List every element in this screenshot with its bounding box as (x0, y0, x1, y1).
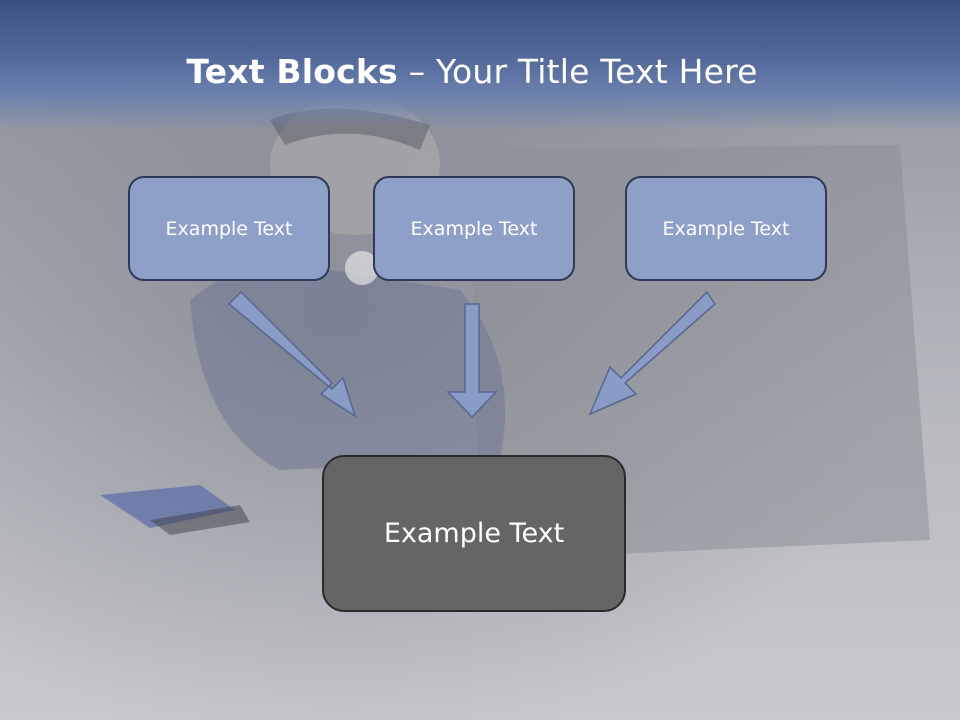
text-block-2-label: Example Text (410, 217, 538, 240)
arrow-center (446, 303, 498, 419)
text-block-3[interactable]: Example Text (625, 176, 827, 281)
target-text-block-label: Example Text (383, 518, 565, 549)
text-block-2[interactable]: Example Text (373, 176, 575, 281)
title-bold-part: Text Blocks (186, 52, 398, 91)
arrow-right (588, 290, 716, 416)
target-text-block[interactable]: Example Text (322, 455, 626, 612)
title-band (0, 0, 960, 130)
title-rest-part: – Your Title Text Here (397, 52, 758, 91)
arrow-left (227, 290, 357, 418)
text-block-1[interactable]: Example Text (128, 176, 330, 281)
text-block-1-label: Example Text (165, 217, 293, 240)
slide-title: Text Blocks – Your Title Text Here (0, 52, 944, 91)
text-block-3-label: Example Text (662, 217, 790, 240)
